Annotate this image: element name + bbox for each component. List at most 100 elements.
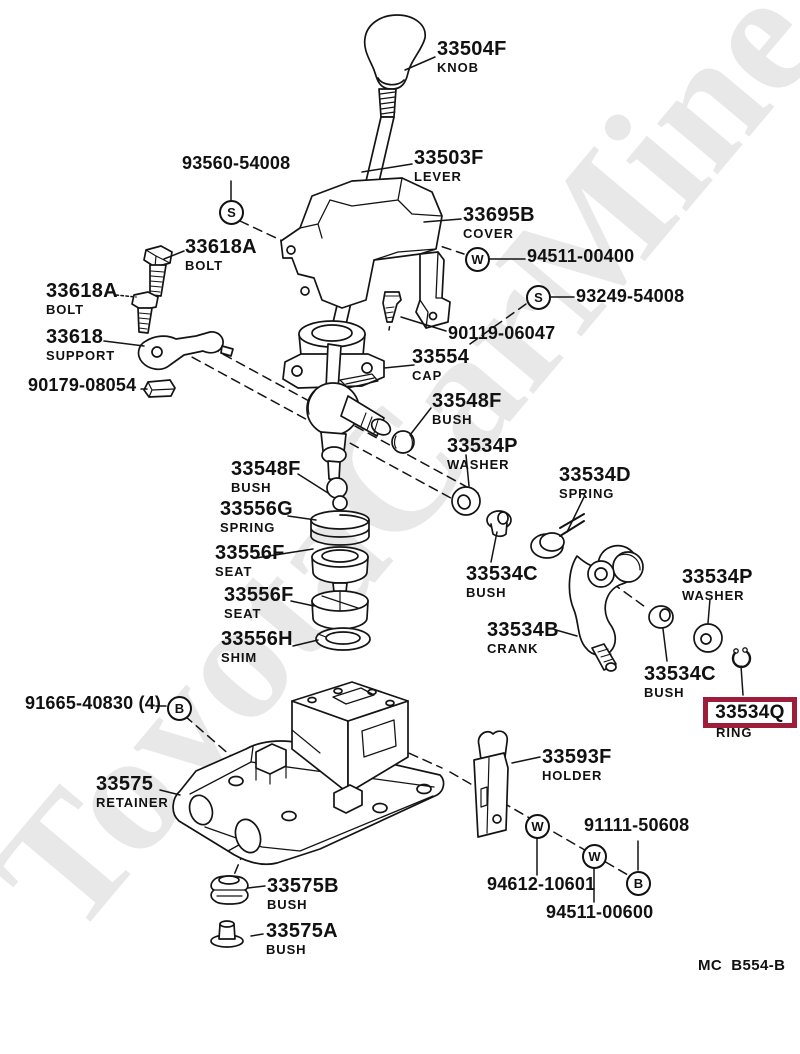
part-label-bolt-left: 33618A BOLT: [46, 281, 118, 316]
part-name: BUSH: [644, 684, 685, 700]
part-label-seat-upper: 33556F SEAT: [215, 543, 285, 578]
part-number: 33534P: [447, 435, 518, 457]
part-name: RETAINER: [96, 794, 169, 810]
part-label-bush-crank-lower: 33534C BUSH: [644, 664, 716, 699]
part-name: SPRING: [559, 485, 615, 501]
part-number: 33534B: [487, 619, 559, 641]
part-number: 93249-54008: [576, 286, 685, 306]
part-number: 94511-00400: [527, 246, 635, 266]
part-label-knob: 33504F KNOB: [437, 39, 507, 74]
part-number: 33554: [412, 346, 470, 368]
part-number: 33618: [46, 326, 104, 348]
part-number: 33695B: [463, 204, 535, 226]
part-number: 33556G: [220, 498, 293, 520]
washer-symbol-circle: W: [465, 247, 490, 272]
part-label-bolt-upper: 33618A BOLT: [185, 237, 257, 272]
part-name: WASHER: [682, 587, 745, 603]
part-name: KNOB: [437, 59, 479, 75]
part-label-seat-lower: 33556F SEAT: [224, 585, 294, 620]
washer-symbol-circle: W: [525, 814, 550, 839]
bolt-symbol-circle: B: [167, 696, 192, 721]
part-name: SEAT: [224, 605, 262, 621]
symbol-letter: S: [534, 290, 543, 305]
part-number: 33556F: [215, 542, 285, 564]
part-number: 33534C: [644, 663, 716, 685]
part-number: 93560-54008: [182, 153, 291, 173]
part-label-retainer: 33575 RETAINER: [96, 774, 169, 809]
symbol-letter: B: [174, 701, 185, 716]
part-label-support: 33618 SUPPORT: [46, 327, 115, 362]
part-label-washer-right: 33534P WASHER: [682, 567, 753, 602]
part-label-cover: 33695B COVER: [463, 205, 535, 240]
part-number: 33534D: [559, 464, 631, 486]
part-number: 33575A: [266, 920, 338, 942]
part-number: 91665-40830 (4): [25, 693, 162, 713]
part-name: BUSH: [231, 479, 272, 495]
part-name: SUPPORT: [46, 347, 116, 363]
part-number: 33534Q: [715, 701, 785, 723]
symbol-letter: B: [633, 876, 644, 891]
part-name: SPRING: [220, 519, 276, 535]
part-name: COVER: [463, 225, 514, 241]
part-number: 33618A: [185, 236, 257, 258]
code-label-94511-00600: 94511-00600: [546, 903, 653, 922]
part-label-holder: 33593F HOLDER: [542, 747, 612, 782]
code-label-90119: 90119-06047: [448, 324, 555, 343]
part-label-bush-crank-upper: 33534C BUSH: [466, 564, 538, 599]
part-label-shim: 33556H SHIM: [221, 629, 293, 664]
part-label-washer-mid: 33534P WASHER: [447, 436, 518, 471]
code-label-91111: 91111-50608: [584, 816, 689, 835]
part-name: BUSH: [266, 941, 307, 957]
part-number: 33556H: [221, 628, 293, 650]
part-number: 33534P: [682, 566, 753, 588]
part-name: CRANK: [487, 640, 539, 656]
part-number: 33575: [96, 773, 154, 795]
part-name: CAP: [412, 367, 443, 383]
part-number: 94511-00600: [546, 902, 654, 922]
code-label-93249: 93249-54008: [576, 287, 684, 306]
diagram-reference-code: MC B554-B: [698, 957, 786, 974]
part-label-spring-coil: 33556G SPRING: [220, 499, 293, 534]
part-name: BOLT: [185, 257, 224, 273]
part-name: BUSH: [267, 896, 308, 912]
screw-symbol-circle: S: [526, 285, 551, 310]
symbol-letter: S: [227, 205, 236, 220]
code-label-93560: 93560-54008: [182, 154, 290, 173]
symbol-letter: W: [588, 849, 601, 864]
part-name: HOLDER: [542, 767, 603, 783]
washer-symbol-circle: W: [582, 844, 607, 869]
part-number: 33556F: [224, 584, 294, 606]
part-label-crank: 33534B CRANK: [487, 620, 559, 655]
part-number: 33503F: [414, 147, 484, 169]
part-number: 33504F: [437, 38, 507, 60]
part-name: LEVER: [414, 168, 462, 184]
part-name: WASHER: [447, 456, 510, 472]
part-number: 91111-50608: [584, 815, 690, 835]
part-number: 33534C: [466, 563, 538, 585]
part-number: 33618A: [46, 280, 118, 302]
part-number: 90119-06047: [448, 323, 556, 343]
part-label-bush-retainer-b: 33575B BUSH: [267, 876, 339, 911]
part-number: 90179-08054: [28, 375, 137, 395]
code-label-94511-00400: 94511-00400: [527, 247, 634, 266]
part-name: BUSH: [432, 411, 473, 427]
part-number: 33593F: [542, 746, 612, 768]
part-number: 33575B: [267, 875, 339, 897]
part-label-lever: 33503F LEVER: [414, 148, 484, 183]
part-name: BOLT: [46, 301, 85, 317]
part-name: SHIM: [221, 649, 258, 665]
symbol-letter: W: [531, 819, 544, 834]
code-label-90179: 90179-08054: [28, 376, 136, 395]
part-label-spring-detent: 33534D SPRING: [559, 465, 631, 500]
part-label-bush-joint-left: 33548F BUSH: [231, 459, 301, 494]
part-number: 33548F: [432, 390, 502, 412]
part-number: 33548F: [231, 458, 301, 480]
part-name: SEAT: [215, 563, 253, 579]
highlighted-part-ring[interactable]: 33534Q: [703, 697, 797, 728]
part-number: 94612-10601: [487, 874, 596, 894]
part-label-cap: 33554 CAP: [412, 347, 469, 382]
part-name-ring: RING: [716, 725, 753, 740]
code-label-91665: 91665-40830 (4): [25, 694, 161, 713]
